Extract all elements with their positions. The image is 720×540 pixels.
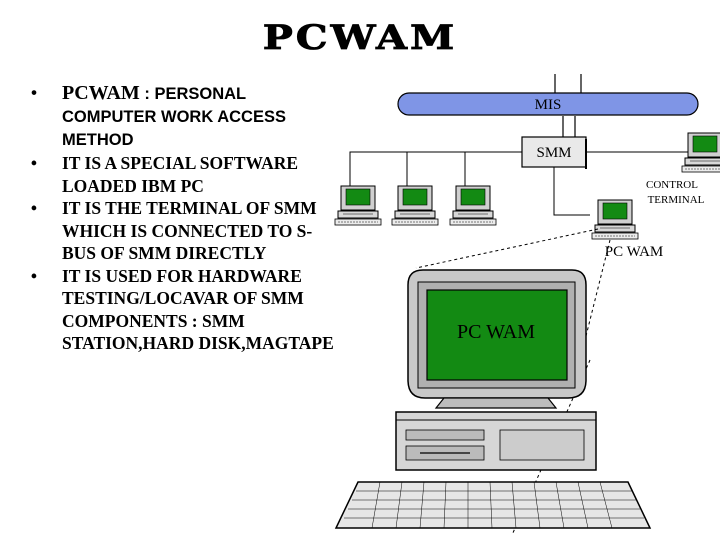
terminal-icon	[449, 185, 497, 226]
smm-control-link	[586, 136, 696, 153]
bullet-text: IT IS A SPECIAL SOFTWARE LOADED IBM PC	[62, 153, 299, 196]
terminal-icon	[334, 185, 382, 226]
bullet-lead: PCWAM	[62, 82, 140, 104]
control-terminal-label: TERMINAL	[648, 194, 705, 206]
smm-pcwam-link	[553, 167, 590, 216]
bullet-dot: •	[30, 265, 38, 286]
large-pc-icon: PC WAM	[334, 269, 652, 529]
mis-label: MIS	[535, 97, 562, 113]
bullet-text: PERSONAL COMPUTER WORK ACCESS METHOD	[62, 85, 286, 149]
bullet-text: IT IS USED FOR HARDWARE TESTING/LOCAVAR …	[62, 265, 334, 354]
zoom-line	[415, 228, 599, 269]
terminal-icon	[391, 185, 439, 226]
pcwam-terminal-label: PC WAM	[605, 244, 664, 260]
bullet-item: • IT IS A SPECIAL SOFTWARE LOADED IBM PC	[28, 152, 338, 197]
bullet-item: • IT IS USED FOR HARDWARE TESTING/LOCAVA…	[28, 265, 338, 355]
bullet-text: IT IS THE TERMINAL OF SMM WHICH IS CONNE…	[62, 198, 317, 263]
bullet-item: • IT IS THE TERMINAL OF SMM WHICH IS CON…	[28, 197, 338, 265]
mis-bus	[397, 92, 699, 116]
bullet-dot: •	[30, 198, 38, 218]
pcwam-terminal-icon	[591, 199, 639, 240]
bullet-dot: •	[31, 84, 37, 102]
bullet-dot: •	[30, 153, 38, 173]
smm-terminal-link	[349, 151, 522, 186]
pc-screen-label: PC WAM	[457, 321, 535, 343]
page-title: PCWAM	[262, 17, 458, 58]
control-terminal-icon	[681, 132, 720, 173]
control-terminal-label: CONTROL	[646, 179, 698, 191]
smm-label: SMM	[536, 145, 571, 161]
bullet-item: • PCWAM : PERSONAL COMPUTER WORK ACCESS …	[28, 82, 338, 152]
bullet-list: • PCWAM : PERSONAL COMPUTER WORK ACCESS …	[28, 82, 338, 355]
bullet-separator: :	[139, 85, 155, 103]
